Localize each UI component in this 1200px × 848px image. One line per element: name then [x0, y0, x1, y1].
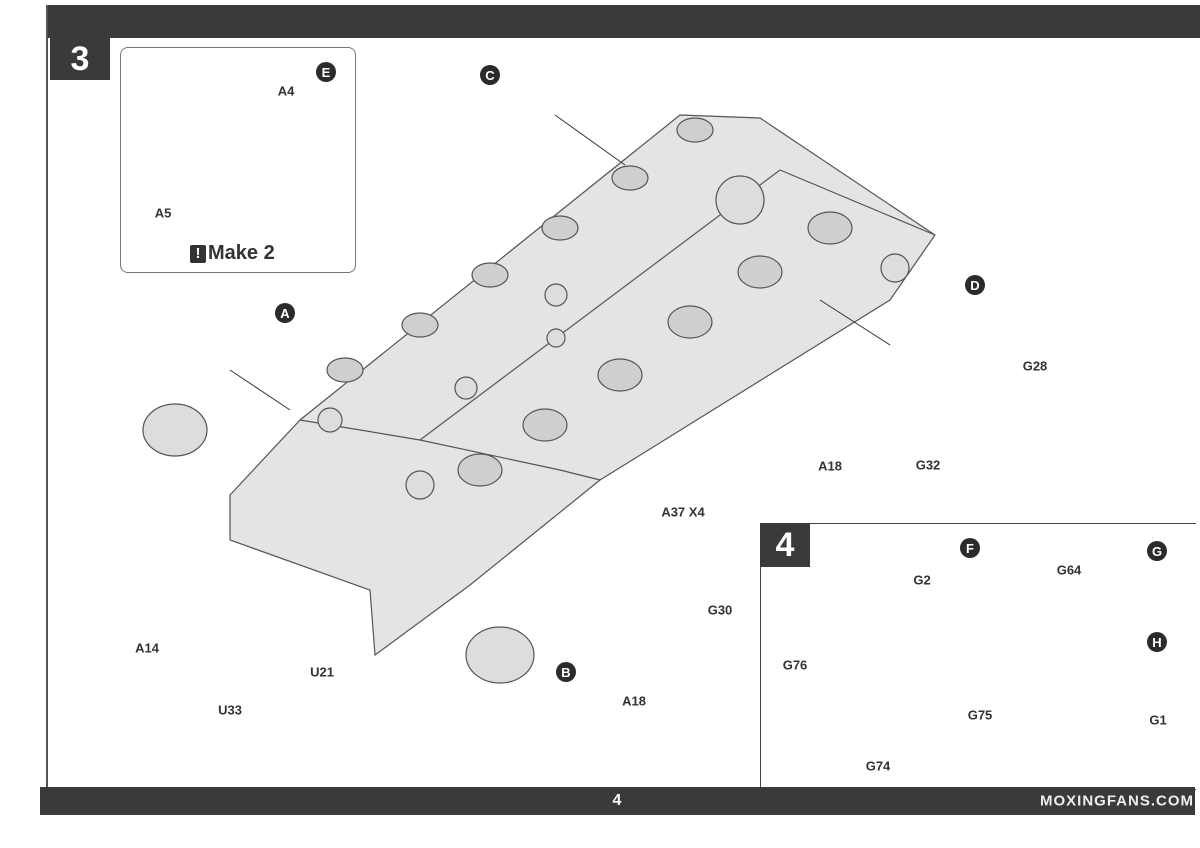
part-label-g75: G75 [967, 707, 993, 723]
callout-c: C [480, 65, 500, 85]
hatch [715, 175, 765, 225]
step-4-number: 4 [760, 523, 810, 567]
footer-bar [40, 787, 1195, 815]
exclamation-icon: ! [190, 244, 206, 263]
callout-a: A [275, 303, 295, 323]
part-label-g74: G74 [865, 758, 891, 774]
callout-e: E [316, 62, 336, 82]
part-label-g32: G32 [915, 457, 941, 473]
part-label-a14: A14 [135, 640, 159, 656]
step-4-panel [760, 523, 1196, 790]
callout-h: H [1147, 632, 1167, 652]
part-label-a37: A37 X4 [661, 504, 705, 520]
part-label-a4: A4 [277, 83, 295, 99]
part-label-g1: G1 [1149, 712, 1167, 728]
watermark: MOXINGFANS.COM [1040, 792, 1195, 810]
part-label-a18-bottom: A18 [622, 693, 646, 709]
step-3-number: 3 [50, 38, 110, 80]
callout-d: D [965, 275, 985, 295]
make-note-text: Make 2 [208, 242, 275, 264]
part-label-u33: U33 [218, 702, 242, 718]
subassembly-e-inset [120, 47, 356, 273]
part-label-g30: G30 [707, 602, 733, 618]
page-number: 4 [612, 792, 622, 809]
header-bar [48, 5, 1200, 38]
part-label-a5: A5 [154, 205, 172, 221]
sprocket-housing [142, 253, 910, 684]
part-label-a18: A18 [818, 458, 842, 474]
hull-body [229, 114, 936, 657]
callout-b: B [556, 662, 576, 682]
part-label-g28: G28 [1022, 358, 1048, 374]
callout-f: F [960, 538, 980, 558]
part-label-g76: G76 [782, 657, 808, 673]
make-2-note: ! Make 2 [190, 242, 275, 265]
page-margin-line [46, 5, 48, 815]
part-label-u21: U21 [310, 664, 334, 680]
part-label-g64: G64 [1056, 562, 1082, 578]
callout-g: G [1147, 541, 1167, 561]
part-label-g2: G2 [913, 572, 931, 588]
